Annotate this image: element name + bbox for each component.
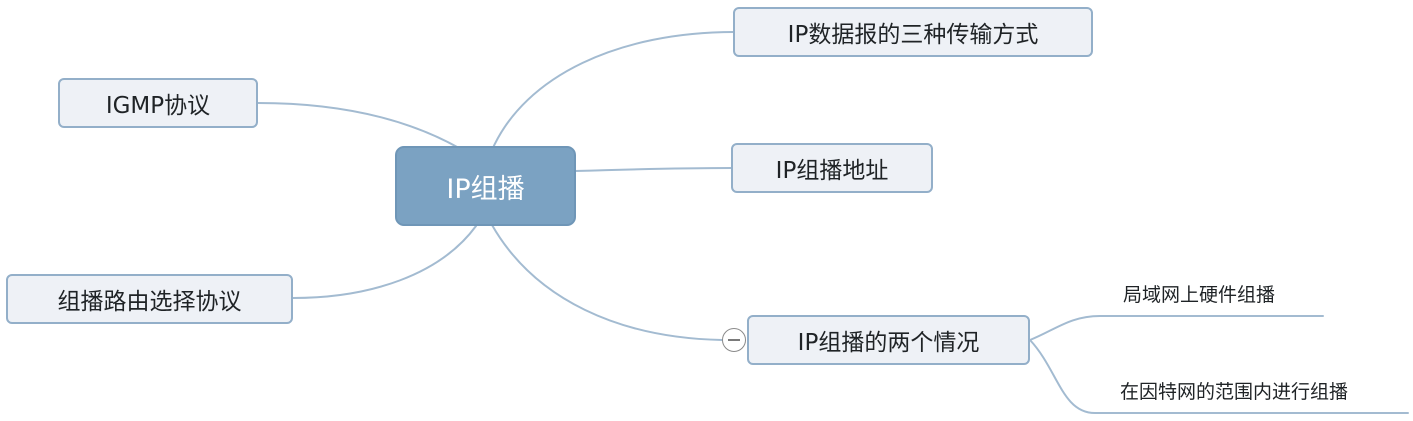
connector-leaf-lan <box>1029 315 1324 341</box>
topic-multicast-address-label: IP组播地址 <box>775 158 889 184</box>
leaf-internet-multicast[interactable]: 在因特网的范围内进行组播 <box>1120 381 1349 403</box>
topic-two-cases[interactable]: IP组播的两个情况 <box>747 315 1030 365</box>
topic-igmp[interactable]: IGMP协议 <box>58 78 258 128</box>
topic-routing-protocols-label: 组播路由选择协议 <box>57 289 242 315</box>
connector-datagram-modes <box>491 31 735 151</box>
topic-igmp-label: IGMP协议 <box>105 93 211 119</box>
connector-two-cases <box>491 224 723 341</box>
topic-datagram-modes[interactable]: IP数据报的三种传输方式 <box>733 7 1093 57</box>
topic-two-cases-label: IP组播的两个情况 <box>797 330 980 356</box>
central-topic-label: IP组播 <box>446 173 525 205</box>
topic-multicast-address[interactable]: IP组播地址 <box>731 143 933 193</box>
topic-routing-protocols[interactable]: 组播路由选择协议 <box>6 274 293 324</box>
central-topic[interactable]: IP组播 <box>395 146 576 226</box>
connector-routing-protocols <box>292 225 477 299</box>
connector-leaf-internet <box>1029 339 1409 414</box>
topic-datagram-modes-label: IP数据报的三种传输方式 <box>787 22 1039 48</box>
connector-igmp <box>257 102 460 149</box>
minus-circle-icon[interactable] <box>722 328 746 352</box>
connector-multicast-address <box>574 167 733 172</box>
leaf-lan-hardware-multicast[interactable]: 局域网上硬件组播 <box>1123 284 1276 306</box>
